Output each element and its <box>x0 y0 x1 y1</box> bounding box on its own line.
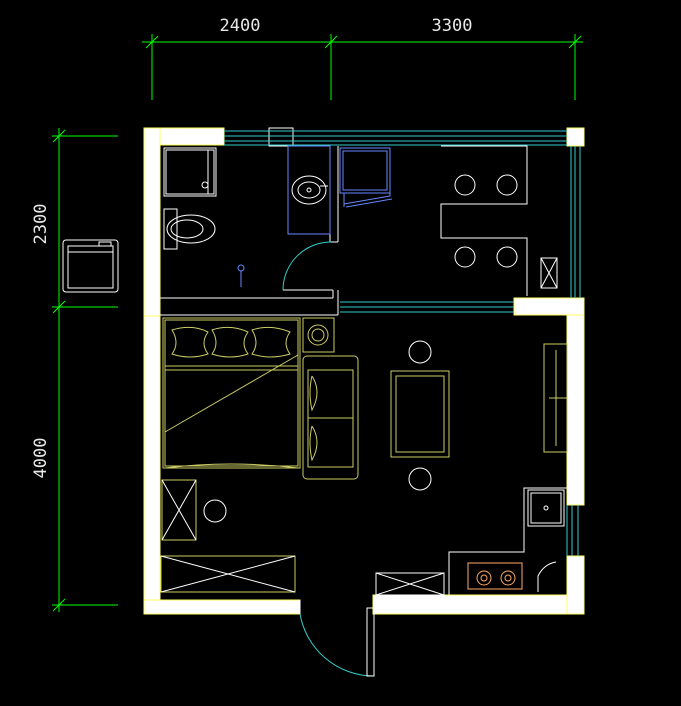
storage-cabinets <box>160 479 445 596</box>
double-bed <box>162 317 301 469</box>
kitchen-counter <box>448 487 567 595</box>
coffee-table <box>390 370 450 458</box>
dimension-lines <box>52 34 583 612</box>
outdoor-appliance <box>62 239 119 293</box>
toilet <box>163 208 216 250</box>
nightstand <box>302 317 335 353</box>
dimension-left-upper: 2300 <box>31 204 51 245</box>
bathroom-door <box>282 241 333 291</box>
sofa <box>302 355 359 480</box>
tv-cabinet <box>543 343 568 453</box>
floor-drain <box>237 264 245 287</box>
dimension-left-lower: 4000 <box>31 438 51 479</box>
dimension-top-right: 3300 <box>432 16 473 36</box>
vanity-sink <box>287 145 331 235</box>
dining-area <box>440 145 558 296</box>
dimension-top-left: 2400 <box>220 16 261 36</box>
windows <box>224 130 581 556</box>
stools <box>203 340 432 523</box>
entry-door <box>299 600 375 677</box>
shower-unit <box>339 147 393 208</box>
washing-machine <box>163 147 217 197</box>
walls <box>143 127 585 615</box>
